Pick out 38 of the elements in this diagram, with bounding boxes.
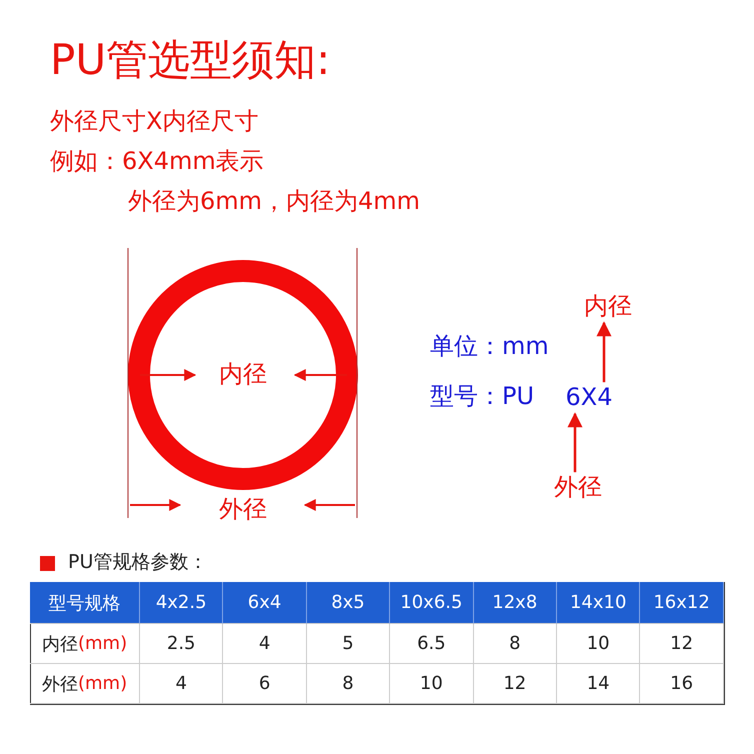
header-cell: 14x10: [557, 582, 640, 624]
dimension-label: 内径: [219, 361, 267, 389]
table-cell: 6: [223, 664, 307, 704]
title: PU管选型须知:: [50, 36, 330, 84]
table-cell: 2.5: [140, 624, 224, 664]
table-cell: 5: [306, 624, 390, 664]
spec-format-text: 外径尺寸X内径尺寸: [50, 108, 258, 136]
section-heading: PU管规格参数：: [68, 552, 208, 574]
example-text: 外径为6mm，内径为4mm: [128, 188, 420, 216]
table-cell: 12: [474, 664, 557, 704]
arrow: [596, 321, 612, 382]
header-cell: 8x5: [306, 582, 390, 624]
table-cell: 4: [223, 624, 307, 664]
example-text: 例如：6X4mm表示: [50, 148, 264, 176]
table-cell: 4: [140, 664, 224, 704]
table-cell: 内径(mm): [30, 624, 140, 664]
table-cell: 16: [640, 664, 724, 704]
header-cell: 10x6.5: [390, 582, 474, 624]
header-cell: 6x4: [223, 582, 307, 624]
header-cell: 12x8: [474, 582, 557, 624]
table-cell: 8: [306, 664, 390, 704]
annotation-text: 内径: [584, 293, 632, 321]
unit-text: 单位：mm: [430, 333, 549, 361]
annotation-text: 6X4: [566, 384, 612, 412]
table-cell: 外径(mm): [30, 664, 140, 704]
table-cell: 10: [557, 624, 640, 664]
header-cell: 4x2.5: [140, 582, 224, 624]
dimension-label: 外径: [219, 496, 267, 524]
arrow: [568, 412, 582, 472]
model-text: 型号：PU: [430, 383, 534, 411]
annotation-text: 外径: [554, 474, 602, 502]
header-cell: 型号规格: [30, 582, 140, 624]
table-cell: 6.5: [390, 624, 474, 664]
table-cell: 12: [640, 624, 724, 664]
table-cell: 14: [557, 664, 640, 704]
table-cell: 8: [474, 624, 557, 664]
table-cell: 10: [390, 664, 474, 704]
header-cell: 16x12: [640, 582, 724, 624]
